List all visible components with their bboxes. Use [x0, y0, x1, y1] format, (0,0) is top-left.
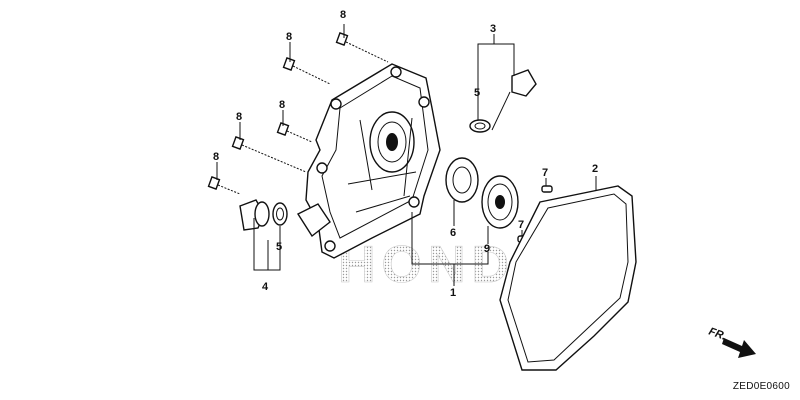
callout-4: 4 [262, 281, 269, 293]
callout-8: 8 [279, 99, 285, 111]
callout-2: 2 [592, 163, 598, 175]
callout-8: 8 [286, 31, 292, 43]
diagram-code: ZED0E0600 [732, 381, 790, 392]
callout-9: 9 [484, 243, 490, 255]
flange-bolt [207, 176, 241, 195]
flange-bolt [231, 136, 307, 173]
front-direction-indicator: FR. [707, 326, 756, 358]
callout-7: 7 [542, 167, 548, 179]
case-cover-gasket [499, 185, 637, 371]
callout-5: 5 [276, 241, 282, 253]
callout-1: 1 [450, 287, 456, 299]
dowel-pin [541, 185, 553, 193]
flange-bolt [282, 57, 331, 85]
case-cover [296, 63, 441, 259]
arrow-icon [722, 338, 756, 358]
callout-6: 6 [450, 227, 456, 239]
callout-8: 8 [213, 151, 219, 163]
radial-ball-bearing [481, 175, 519, 229]
o-ring-top [469, 119, 491, 133]
oil-level-gauge-top [491, 69, 537, 131]
callout-3: 3 [490, 23, 496, 35]
o-ring-left [272, 202, 288, 226]
callout-5: 5 [474, 87, 480, 99]
callout-8: 8 [340, 9, 346, 21]
callout-8: 8 [236, 111, 242, 123]
flange-bolt [276, 122, 313, 143]
leader-lines [216, 24, 597, 286]
oil-level-gauge [239, 199, 270, 231]
oil-seal [445, 157, 479, 203]
callout-7: 7 [518, 219, 524, 231]
direction-label: FR. [707, 326, 728, 343]
